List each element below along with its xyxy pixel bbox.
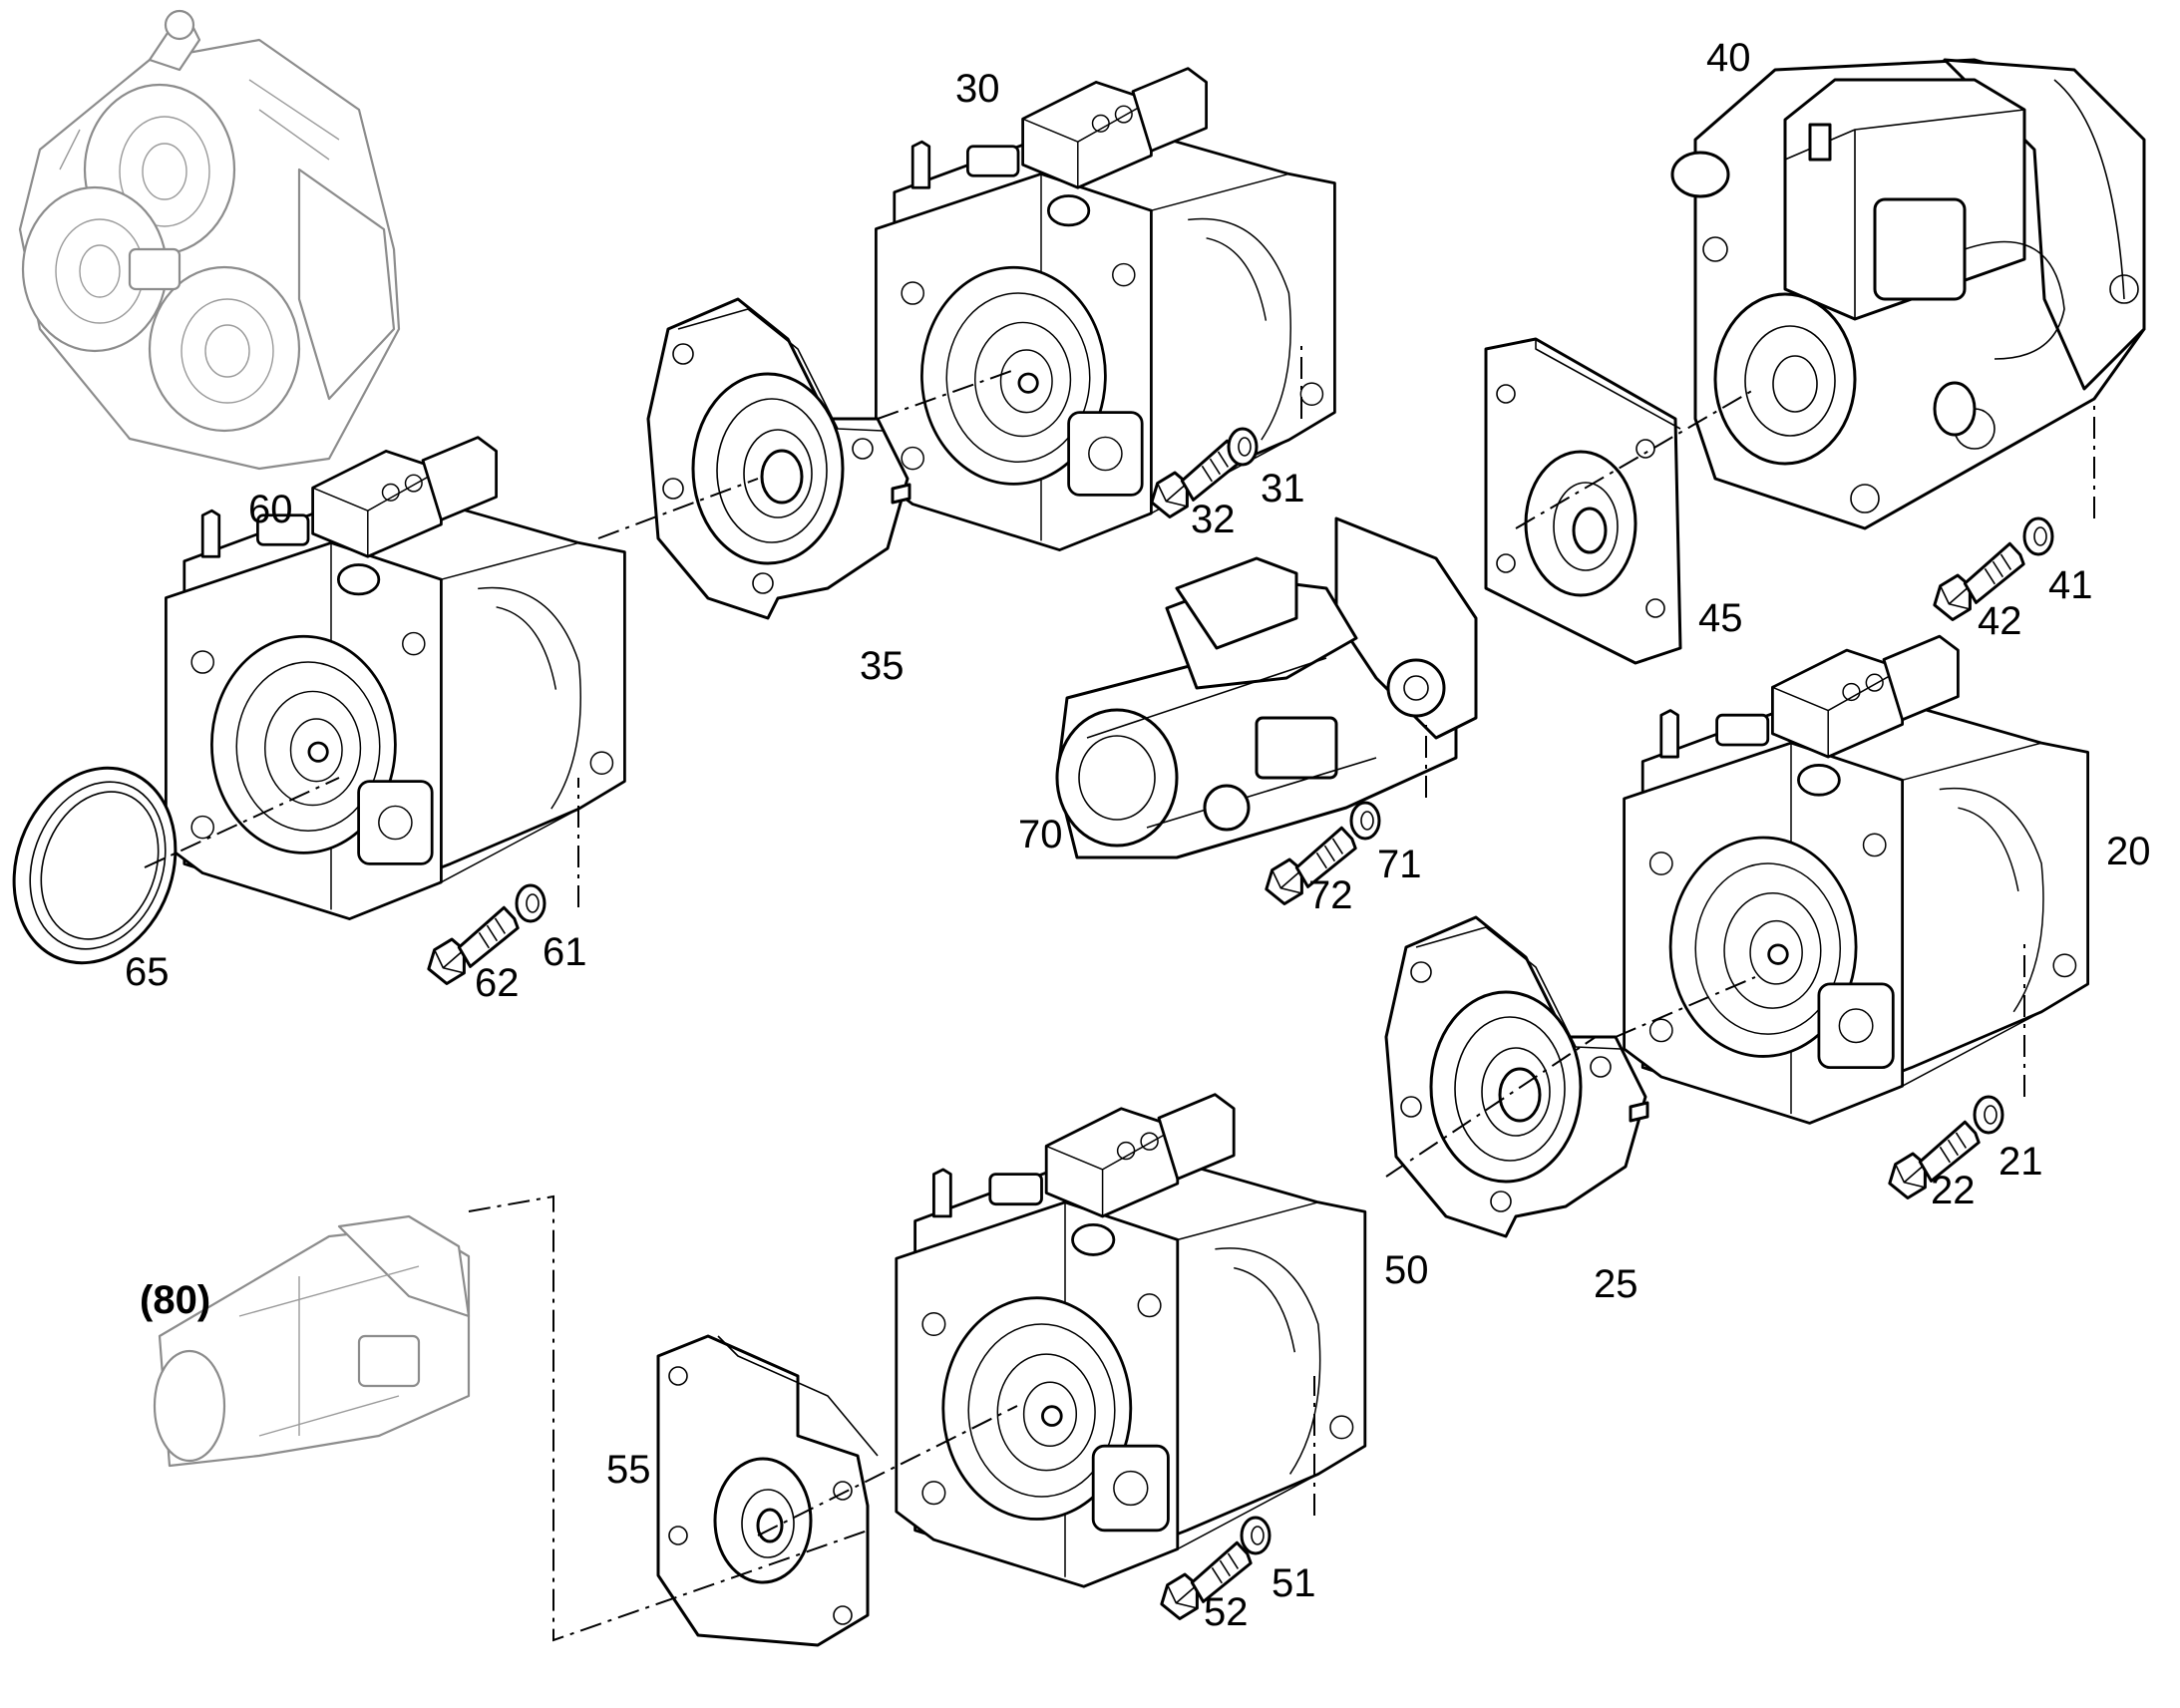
flange-35-drawing [646,297,911,620]
callout-60: 60 [248,488,293,531]
callout-41: 41 [2048,563,2093,607]
flange-25-drawing [1384,915,1649,1238]
seal-65-drawing [12,766,178,965]
pump-20-drawing [1623,634,2089,1125]
reference-transmission-drawing [18,9,401,471]
pump-40-drawing [1670,58,2146,530]
washer-41-drawing [2022,516,2054,556]
washer-71-drawing [1349,801,1381,841]
callout-71: 71 [1377,843,1422,886]
washer-31-drawing [1227,427,1259,467]
callout-31: 31 [1261,467,1305,511]
callout-51: 51 [1272,1561,1316,1605]
washer-21-drawing [1973,1095,2004,1135]
callout-61: 61 [543,930,587,974]
callout-45: 45 [1698,596,1743,640]
callout-62: 62 [475,961,520,1005]
pump-50-drawing [895,1093,1367,1588]
callout-35: 35 [860,644,905,688]
plate-45-drawing [1484,337,1682,665]
pump-assembly-70-drawing [1055,516,1478,859]
callout-25: 25 [1594,1262,1638,1306]
pump-60-drawing [165,436,626,920]
callout-52: 52 [1204,1590,1249,1634]
assembly-lines [144,344,2095,1642]
washer-51-drawing [1240,1516,1272,1555]
callout-72: 72 [1308,873,1353,917]
flange-55-drawing [656,1334,879,1647]
callout-50: 50 [1384,1248,1429,1292]
gear-pump-80-drawing [153,1214,471,1468]
callout-21: 21 [1998,1140,2043,1184]
callout-40: 40 [1706,36,1751,80]
callout-80: (80) [140,1278,211,1322]
callout-70: 70 [1018,813,1063,856]
washer-61-drawing [515,883,546,923]
callout-55: 55 [606,1448,651,1492]
callout-30: 30 [955,67,1000,111]
callout-32: 32 [1191,498,1236,541]
callout-22: 22 [1931,1169,1976,1212]
callout-65: 65 [125,950,170,994]
callout-20: 20 [2106,830,2151,873]
callout-42: 42 [1978,599,2022,643]
